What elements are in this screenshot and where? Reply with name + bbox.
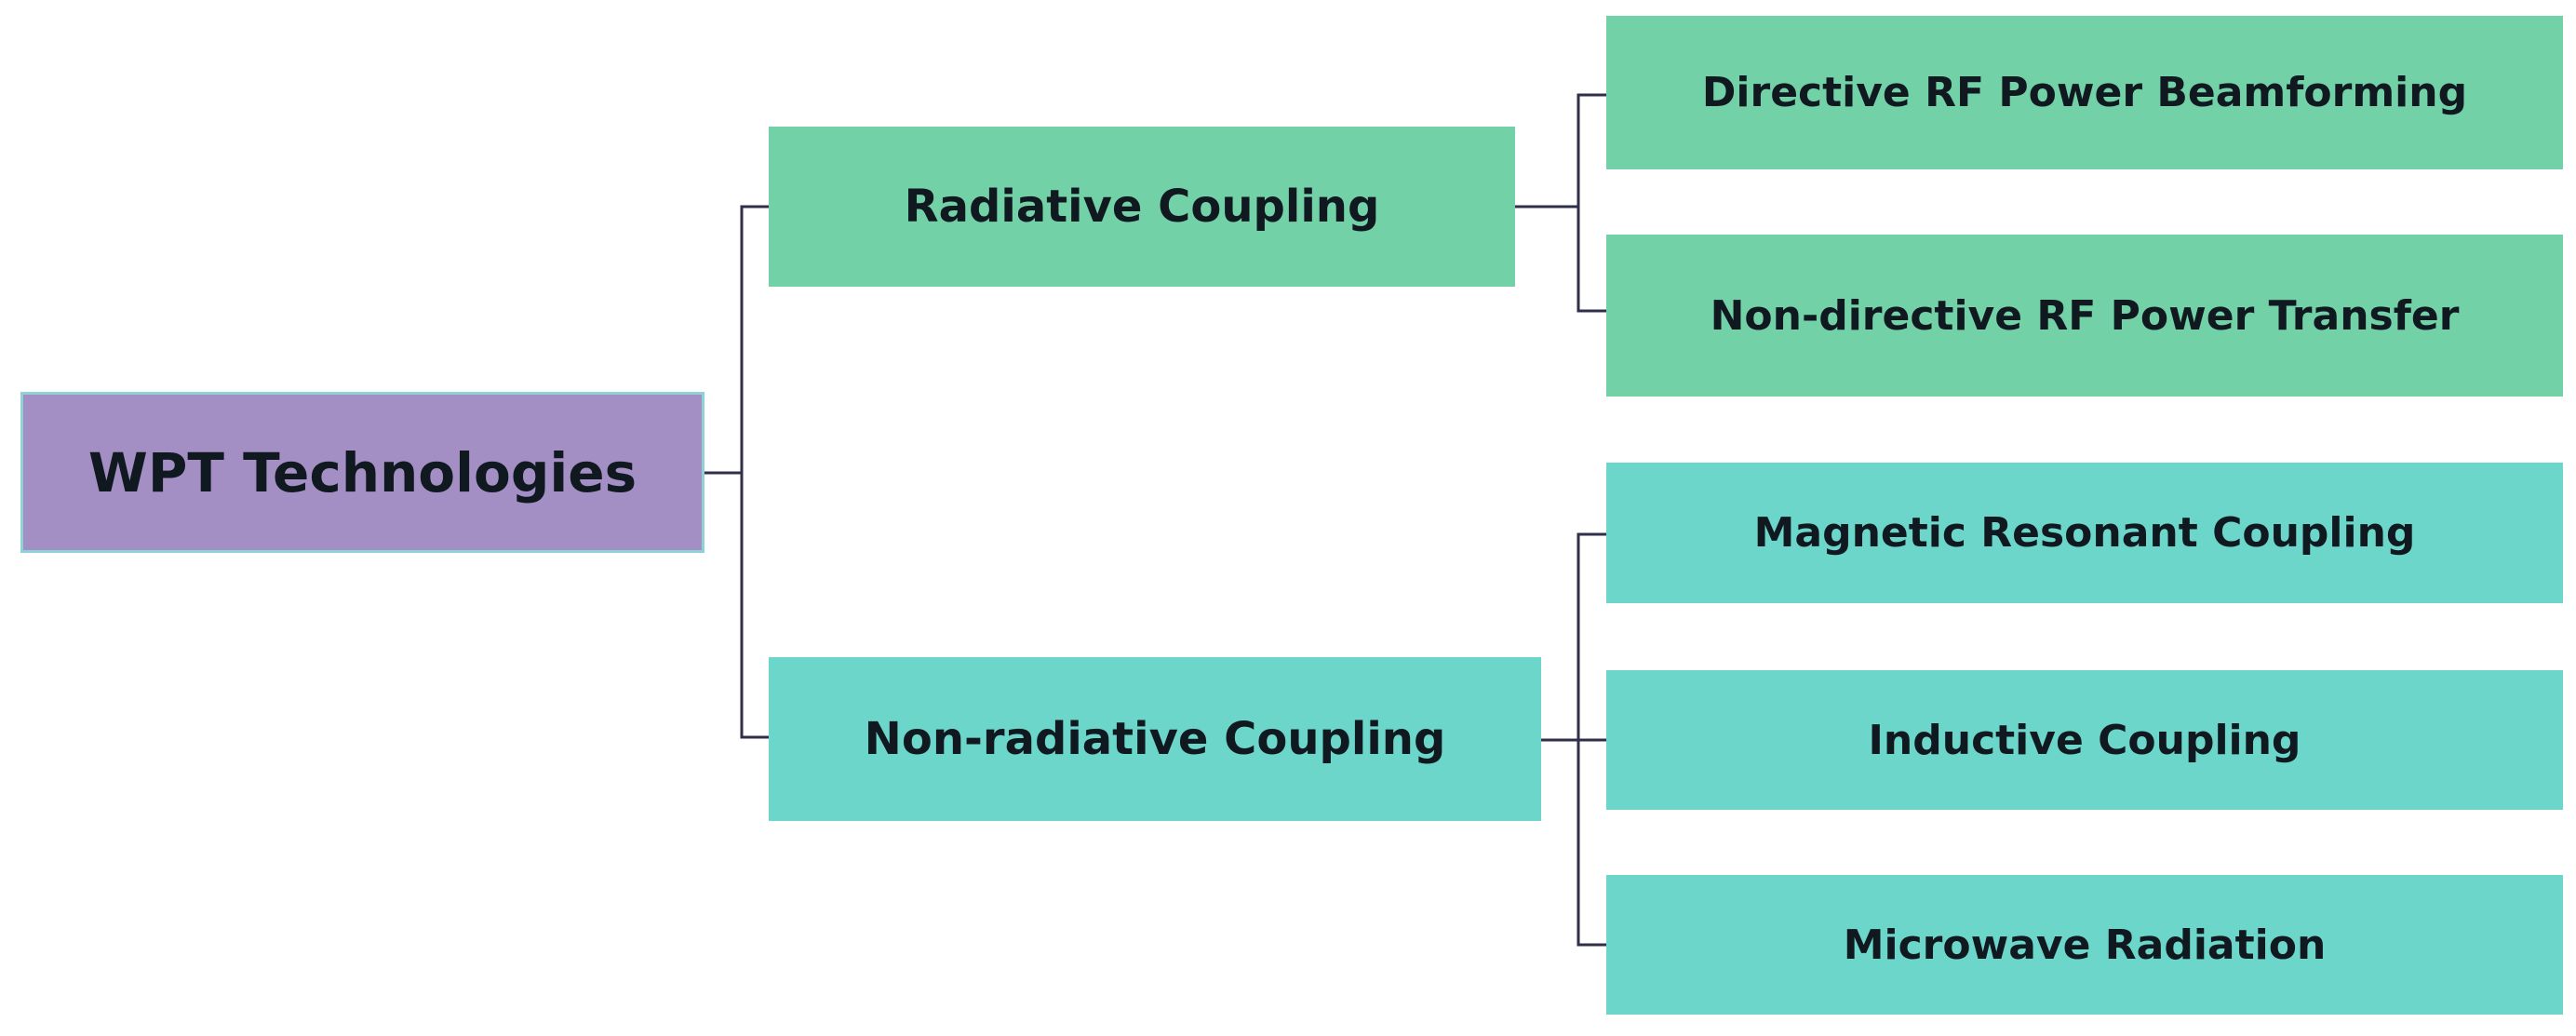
leaf-label: Directive RF Power Beamforming [1701,69,2468,116]
radiative-coupling-label: Radiative Coupling [904,181,1380,233]
root-node: WPT Technologies [20,392,704,553]
leaf-label: Magnetic Resonant Coupling [1753,509,2416,557]
leaf-label: Inductive Coupling [1868,716,2301,764]
radiative-coupling-node: Radiative Coupling [769,127,1515,287]
leaf-inductive-coupling: Inductive Coupling [1606,670,2563,810]
leaf-label: Non-directive RF Power Transfer [1710,291,2460,340]
non-radiative-coupling-node: Non-radiative Coupling [769,657,1541,821]
leaf-non-directive-rf-transfer: Non-directive RF Power Transfer [1606,235,2563,397]
root-label: WPT Technologies [87,440,637,505]
non-radiative-coupling-label: Non-radiative Coupling [864,713,1446,765]
leaf-microwave-radiation: Microwave Radiation [1606,875,2563,1015]
leaf-magnetic-resonant-coupling: Magnetic Resonant Coupling [1606,463,2563,603]
leaf-directive-rf-beamforming: Directive RF Power Beamforming [1606,16,2563,169]
leaf-label: Microwave Radiation [1843,921,2327,969]
